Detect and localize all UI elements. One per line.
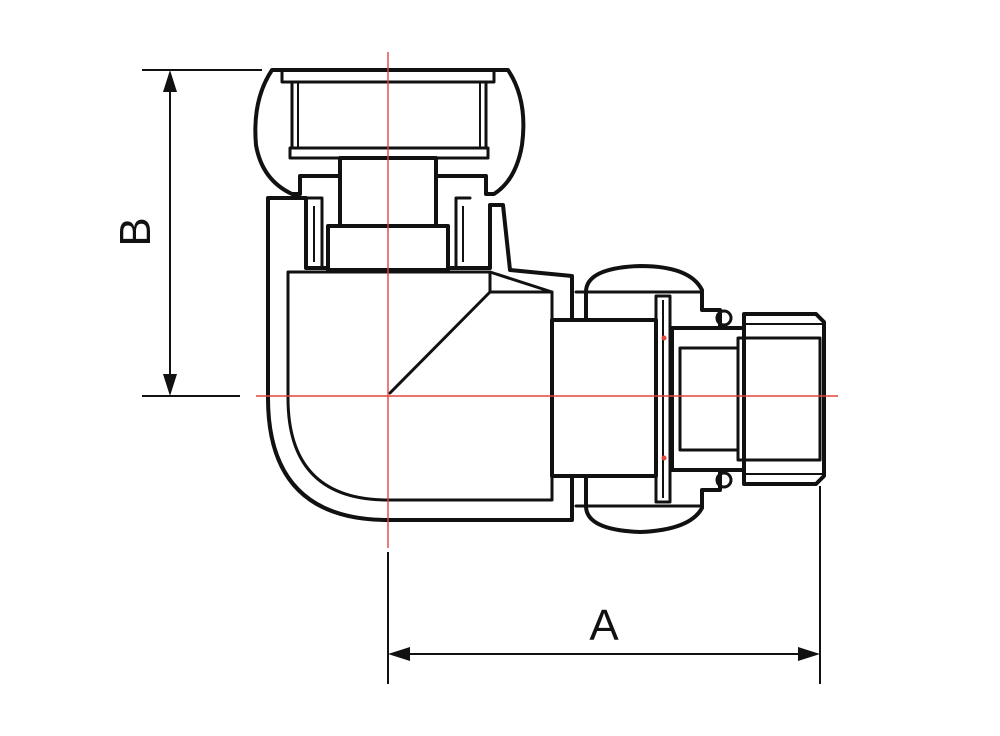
right-hex-piece xyxy=(670,326,746,472)
dimension-b: B xyxy=(111,69,262,397)
elbow-inner-bore xyxy=(286,270,554,502)
dimension-a-label: A xyxy=(589,601,619,650)
right-thread-spigot xyxy=(742,312,826,486)
right-union-nut xyxy=(550,264,826,534)
dimension-a-arrow-left xyxy=(388,647,410,661)
dimension-b-arrow-bottom xyxy=(163,374,177,396)
dimension-b-arrow-top xyxy=(163,70,177,92)
right-nut-bump-top xyxy=(715,309,733,327)
right-connector-sleeve xyxy=(550,318,658,478)
top-right-lug xyxy=(454,196,472,270)
centerlines xyxy=(256,52,838,548)
top-left-lug xyxy=(304,196,324,270)
right-nut-bump-bottom xyxy=(715,471,733,489)
seal-marker-bottom xyxy=(661,455,667,461)
elbow-outer-outline xyxy=(266,196,574,522)
right-spigot-bore xyxy=(736,336,822,462)
elbow-miter-line xyxy=(388,290,492,395)
dimension-a: A xyxy=(387,486,821,684)
dimension-b-label: B xyxy=(111,217,160,246)
elbow-body xyxy=(266,196,574,522)
dimension-a-arrow-right xyxy=(798,647,820,661)
seal-marker-top xyxy=(661,335,667,341)
